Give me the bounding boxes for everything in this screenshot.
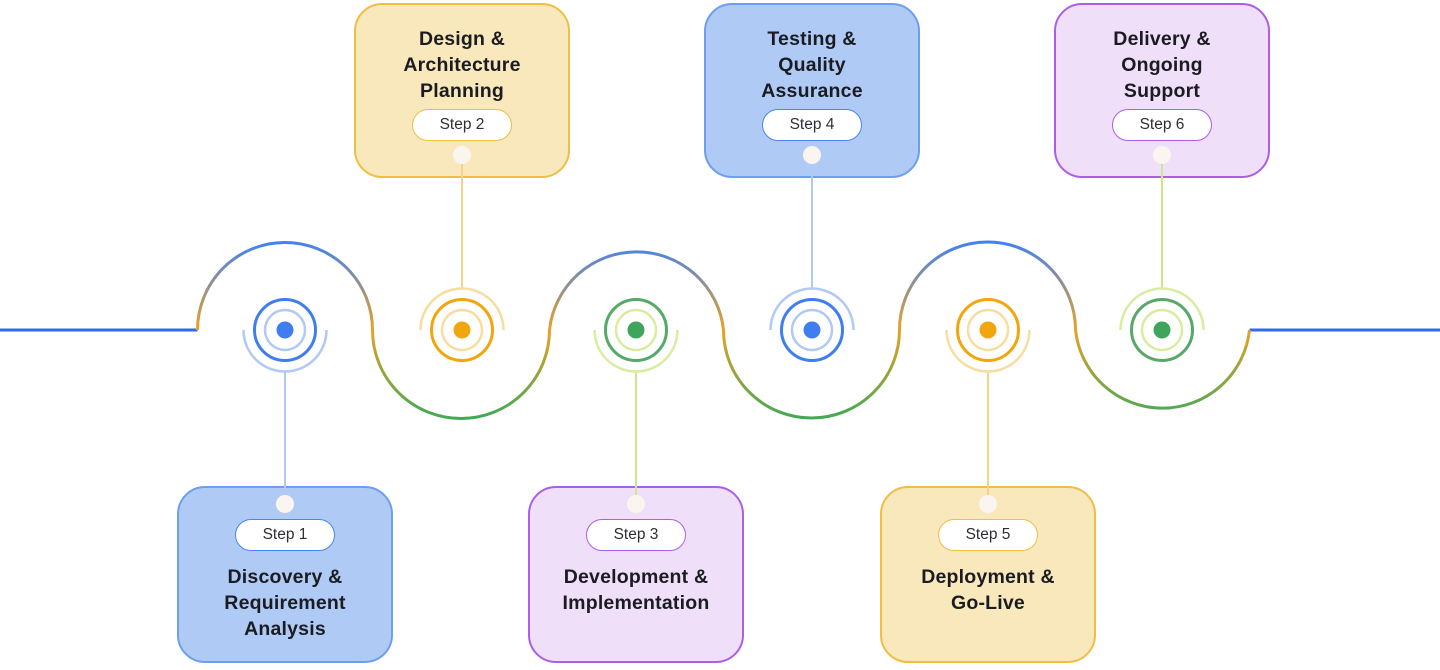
node-inner-ring	[263, 308, 307, 352]
step-pill-2: Step 2	[411, 109, 513, 141]
title-line: Go-Live	[950, 592, 1025, 614]
timeline-node-6	[1119, 146, 1205, 362]
timeline-wave-path	[196, 240, 1251, 420]
timeline-node-4	[769, 146, 855, 362]
title-line: Implementation	[562, 592, 710, 614]
timeline-node-1	[242, 298, 328, 513]
step-title-3: Development & Implementation	[563, 564, 710, 616]
step-title-5: Deployment & Go-Live	[921, 564, 1055, 616]
title-line: Assurance	[761, 80, 863, 102]
node-inner-ring	[614, 308, 658, 352]
node-center-dot	[276, 321, 294, 339]
step-title-1: Discovery & Requirement Analysis	[224, 564, 345, 642]
node-main-ring	[430, 298, 494, 362]
node-main-ring	[604, 298, 668, 362]
step-card-6: Delivery & Ongoing Support Step 6	[1054, 3, 1270, 178]
step-pill-1: Step 1	[234, 519, 336, 551]
title-line: Analysis	[244, 618, 326, 640]
title-line: Design &	[418, 28, 506, 50]
title-line: Support	[1123, 80, 1201, 102]
step-card-5: Step 5 Deployment & Go-Live	[880, 486, 1096, 663]
node-center-dot	[1153, 321, 1171, 339]
title-line: Delivery &	[1113, 28, 1211, 50]
node-inner-ring	[1140, 308, 1184, 352]
node-center-dot	[453, 321, 471, 339]
node-inner-ring	[790, 308, 834, 352]
node-outer-arc	[945, 329, 1031, 373]
node-outer-arc	[419, 287, 505, 331]
title-line: Deployment &	[921, 566, 1055, 588]
step-card-4: Testing & Quality Assurance Step 4	[704, 3, 920, 178]
step-card-1: Step 1 Discovery & Requirement Analysis	[177, 486, 393, 663]
node-main-ring	[1130, 298, 1194, 362]
node-main-ring	[956, 298, 1020, 362]
step-card-3: Step 3 Development & Implementation	[528, 486, 744, 663]
step-pill-5: Step 5	[937, 519, 1039, 551]
title-line: Planning	[420, 80, 504, 102]
node-main-ring	[780, 298, 844, 362]
node-outer-arc	[769, 287, 855, 331]
step-pill-3: Step 3	[585, 519, 687, 551]
node-center-dot	[979, 321, 997, 339]
step-title-6: Delivery & Ongoing Support	[1113, 26, 1210, 104]
node-outer-arc	[593, 329, 679, 373]
title-line: Ongoing	[1121, 54, 1203, 76]
step-card-2: Design & Architecture Planning Step 2	[354, 3, 570, 178]
node-outer-arc	[1119, 287, 1205, 331]
node-inner-ring	[966, 308, 1010, 352]
title-line: Architecture	[403, 54, 521, 76]
step-pill-6: Step 6	[1111, 109, 1213, 141]
node-center-dot	[627, 321, 645, 339]
title-line: Requirement	[224, 592, 346, 614]
node-outer-arc	[242, 329, 328, 373]
timeline-node-2	[419, 146, 505, 362]
node-inner-ring	[440, 308, 484, 352]
timeline-node-3	[593, 298, 679, 513]
step-title-2: Design & Architecture Planning	[403, 26, 520, 104]
title-line: Discovery &	[227, 566, 343, 588]
node-main-ring	[253, 298, 317, 362]
title-line: Development &	[563, 566, 709, 588]
title-line: Quality	[778, 54, 846, 76]
timeline-node-5	[945, 298, 1031, 513]
title-line: Testing &	[767, 28, 857, 50]
step-pill-4: Step 4	[761, 109, 863, 141]
step-title-4: Testing & Quality Assurance	[761, 26, 863, 104]
node-center-dot	[803, 321, 821, 339]
